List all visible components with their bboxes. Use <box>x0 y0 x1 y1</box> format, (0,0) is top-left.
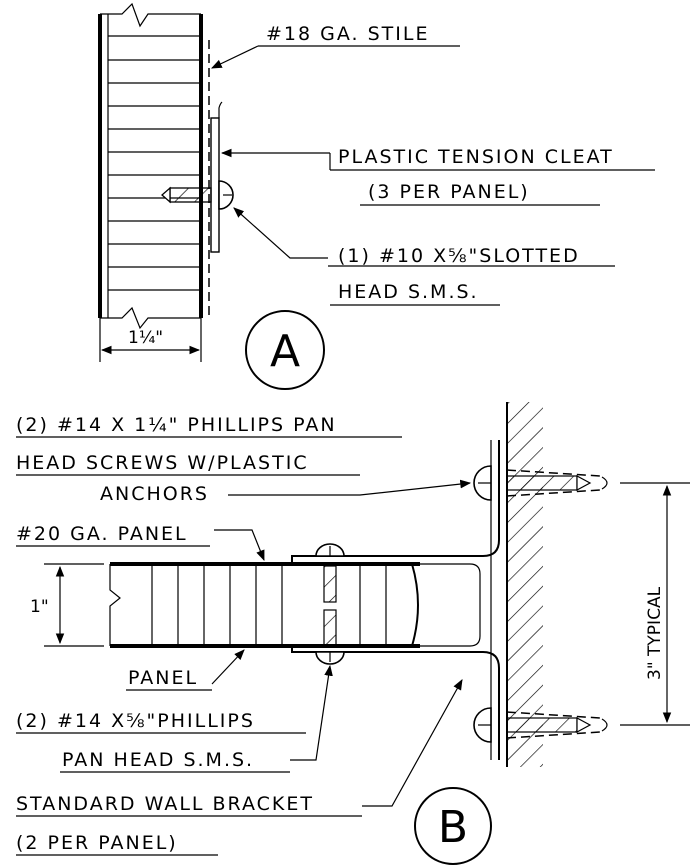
anchor-label-line1: (2) #14 X 1¼" PHILLIPS PAN <box>16 414 337 436</box>
pan-head-screws <box>315 543 345 665</box>
anchor-screw-bottom <box>473 707 608 743</box>
marker-a-letter: A <box>270 326 300 377</box>
wall <box>506 402 543 767</box>
spacing-dim-label: 3" TYPICAL <box>645 586 665 680</box>
width-dim-label: 1¼" <box>128 328 163 348</box>
height-dimension: 1" <box>30 563 104 647</box>
panel-section-b <box>109 562 481 648</box>
height-dim-label: 1" <box>30 597 49 617</box>
detail-b: 3" TYPICAL 1" (2) #14 X 1¼" PHILLIPS PAN… <box>16 402 690 865</box>
panel-section-a <box>98 2 210 330</box>
anchor-label-line3: ANCHORS <box>100 483 209 505</box>
stile-label: #18 GA. STILE <box>266 23 429 45</box>
sms-label-line1: (2) #14 X⅝"PHILLIPS <box>16 710 255 732</box>
tension-cleat <box>210 101 223 253</box>
detail-a: #18 GA. STILE PLASTIC TENSION CLEAT (3 P… <box>98 2 655 390</box>
anchor-label-line2: HEAD SCREWS W/PLASTIC <box>16 452 309 474</box>
sms-label-line2: PAN HEAD S.M.S. <box>62 749 254 771</box>
bracket-label-line2: (2 PER PANEL) <box>16 832 178 854</box>
cleat-label-line1: PLASTIC TENSION CLEAT <box>338 146 614 168</box>
anchor-screw-top <box>473 465 608 501</box>
panel-ga-label: #20 GA. PANEL <box>16 523 188 545</box>
screw-label-line2: HEAD S.M.S. <box>338 281 479 303</box>
spacing-dimension: 3" TYPICAL <box>620 482 690 726</box>
panel-label: PANEL <box>128 667 198 689</box>
detail-marker-a: A <box>245 310 325 390</box>
cleat-label-line2: (3 PER PANEL) <box>368 181 530 203</box>
bracket-label-line1: STANDARD WALL BRACKET <box>16 793 314 815</box>
slotted-screw-a <box>161 180 234 210</box>
marker-b-letter: B <box>438 802 468 853</box>
screw-label-line1: (1) #10 X⅝"SLOTTED <box>338 245 580 267</box>
detail-marker-b: B <box>414 787 492 865</box>
width-dimension: 1¼" <box>99 318 202 362</box>
